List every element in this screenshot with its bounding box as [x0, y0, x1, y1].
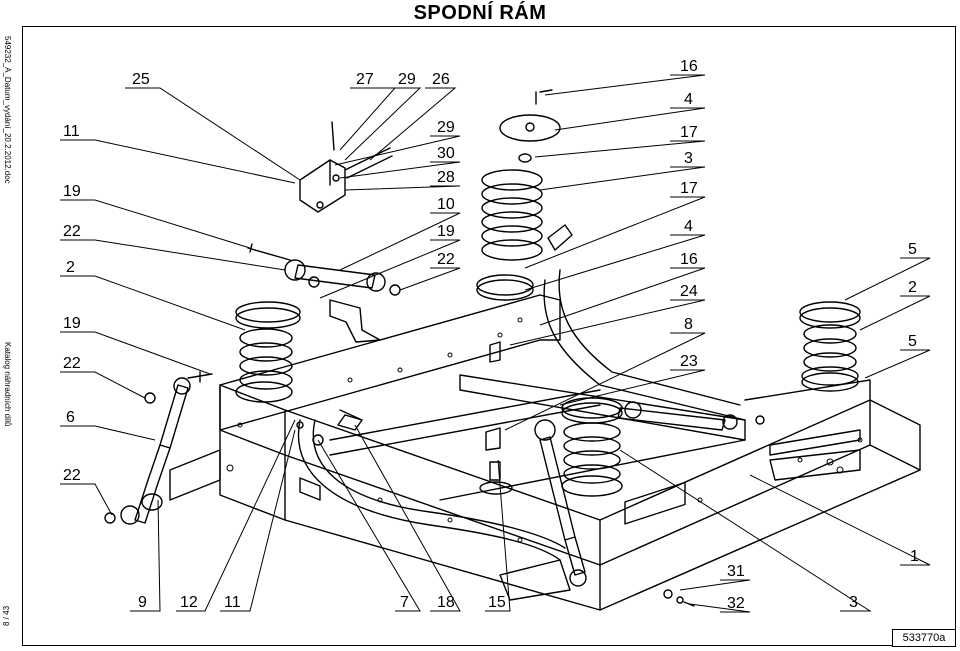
shock-absorber-upper	[247, 243, 401, 343]
callout-29: 29	[437, 119, 455, 136]
spring-left-rear	[235, 301, 301, 403]
callout-17: 17	[680, 124, 698, 141]
callout-23: 23	[680, 353, 698, 370]
center-mount-parts	[479, 224, 573, 495]
callout-27: 27	[356, 71, 374, 88]
callout-26: 26	[432, 71, 450, 88]
spring-right	[799, 301, 861, 392]
callout-10: 10	[437, 196, 455, 213]
leader-lines	[60, 74, 931, 613]
callout-2: 2	[66, 259, 75, 276]
callout-22: 22	[63, 355, 81, 372]
mount-bracket	[299, 121, 393, 213]
callout-7: 7	[400, 594, 409, 611]
callout-22: 22	[63, 223, 81, 240]
callout-1: 1	[910, 548, 919, 565]
callout-22: 22	[437, 251, 455, 268]
callout-6: 6	[66, 409, 75, 426]
shock-absorber-center	[534, 419, 587, 587]
callout-5: 5	[908, 241, 917, 258]
callout-17: 17	[680, 180, 698, 197]
callout-28: 28	[437, 169, 455, 186]
callout-19: 19	[63, 183, 81, 200]
page-title: SPODNÍ RÁM	[413, 2, 547, 24]
pin-rod	[296, 409, 363, 446]
callout-12: 12	[180, 594, 198, 611]
callout-labels: 25 27 29 26 11 29 30 28 19 10 19 22 2 22…	[63, 58, 919, 612]
callout-32: 32	[727, 595, 745, 612]
drawing-code: 533770a	[892, 629, 956, 647]
callout-8: 8	[684, 316, 693, 333]
callout-9: 9	[138, 594, 147, 611]
callout-29: 29	[398, 71, 416, 88]
callout-3: 3	[684, 150, 693, 167]
callout-4: 4	[684, 91, 693, 108]
callout-30: 30	[437, 145, 455, 162]
callout-3: 3	[849, 594, 858, 611]
callout-24: 24	[680, 283, 698, 300]
callout-18: 18	[437, 594, 455, 611]
frame-holes	[226, 317, 863, 543]
callout-16: 16	[680, 251, 698, 268]
callout-25: 25	[132, 71, 150, 88]
callout-31: 31	[727, 563, 745, 580]
callout-2: 2	[908, 279, 917, 296]
callout-11: 11	[63, 123, 80, 140]
callout-5: 5	[908, 333, 917, 350]
callout-4: 4	[684, 218, 693, 235]
callout-22: 22	[63, 467, 81, 484]
shock-absorber-left	[104, 371, 213, 525]
callout-19: 19	[63, 315, 81, 332]
callout-11: 11	[224, 594, 241, 611]
bolt-31-32	[663, 589, 695, 607]
spring-center-upper	[476, 89, 561, 301]
callout-16: 16	[680, 58, 698, 75]
drawing-frame	[22, 26, 956, 646]
shock-absorber-right	[617, 401, 765, 431]
callout-19: 19	[437, 223, 455, 240]
callout-15: 15	[488, 594, 506, 611]
